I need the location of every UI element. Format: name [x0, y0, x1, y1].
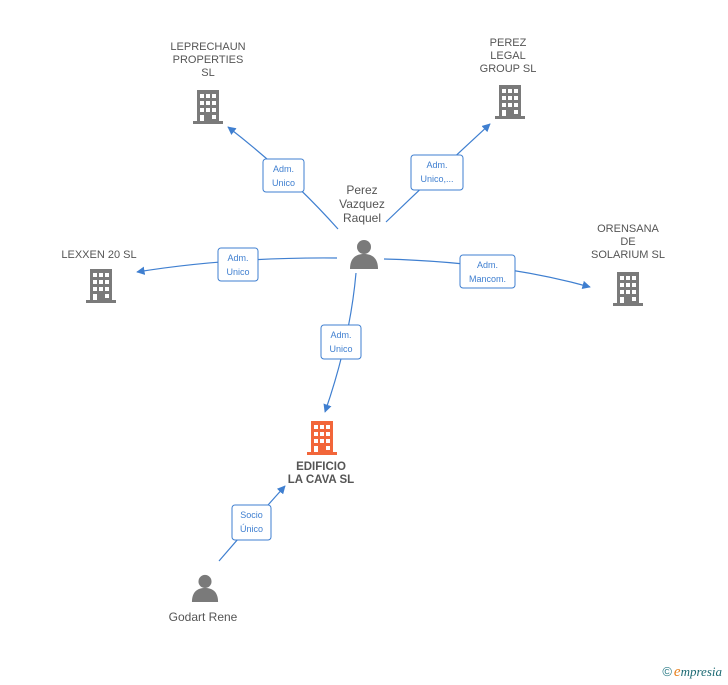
node-label[interactable]: Perez [346, 183, 377, 197]
node-label[interactable]: LA CAVA SL [288, 474, 354, 486]
edge-label-frame [320, 324, 362, 360]
node-label[interactable]: DE [620, 236, 635, 248]
node-label[interactable]: Godart Rene [169, 610, 238, 624]
node-label[interactable]: PEREZ [490, 37, 527, 49]
edge-label-frame [459, 254, 516, 289]
edge-label-text: Unico [272, 178, 295, 188]
edge-label-frame [262, 158, 305, 193]
building-icon[interactable] [193, 90, 223, 124]
edge-label-text: Adm. [477, 260, 498, 270]
node-label[interactable]: SOLARIUM SL [591, 249, 665, 261]
person-icon[interactable] [191, 574, 219, 602]
node-label[interactable]: SL [201, 67, 214, 79]
edge-to-edificio: Adm. Unico [320, 272, 362, 413]
edge-to-lexxen: Adm. Unico [136, 247, 338, 282]
node-label[interactable]: ORENSANA [597, 223, 659, 235]
edge-label-box[interactable]: Adm. Unico [320, 324, 362, 360]
edge-to-perez-legal: Adm. Unico,... [385, 123, 491, 223]
edge-label-frame [410, 154, 464, 191]
edge-to-orensana: Adm. Mancom. [383, 254, 591, 290]
node-label[interactable]: LEXXEN 20 SL [61, 249, 136, 261]
brand-initial: e [673, 664, 681, 680]
building-icon[interactable] [613, 272, 643, 306]
copyright-symbol: © [662, 664, 672, 679]
building-icon[interactable] [307, 421, 337, 455]
edge-label-text: Adm. [426, 160, 447, 170]
edge-label-text: Unico [329, 344, 352, 354]
edge-label-frame [231, 504, 272, 541]
edge-to-leprechaun: Adm. Unico [227, 126, 339, 230]
edge-label-box[interactable]: Adm. Unico [262, 158, 305, 193]
edge-label-text: Adm. [273, 164, 294, 174]
edge-label-text: Adm. [330, 330, 351, 340]
building-icon[interactable] [495, 85, 525, 119]
node-label[interactable]: Raquel [343, 211, 381, 225]
building-icon[interactable] [86, 269, 116, 303]
node-label[interactable]: GROUP SL [480, 63, 537, 75]
edge-label-text: Unico [226, 267, 249, 277]
node-label[interactable]: Vazquez [339, 197, 385, 211]
edge-label-text: Socio [240, 510, 263, 520]
person-icon[interactable] [350, 240, 378, 269]
node-label[interactable]: LEPRECHAUN [170, 41, 245, 53]
edge-label-text: Mancom. [469, 274, 506, 284]
node-godart[interactable]: Godart Rene [169, 574, 238, 624]
edge-label-text: Único [240, 524, 263, 534]
node-label[interactable]: PROPERTIES [173, 54, 244, 66]
node-lexxen[interactable]: LEXXEN 20 SL [61, 249, 137, 303]
node-label[interactable]: LEGAL [490, 50, 525, 62]
edge-label-box[interactable]: Adm. Unico,... [410, 154, 464, 191]
edge-label-box[interactable]: Adm. Unico [217, 247, 259, 282]
edge-label-text: Unico,... [420, 174, 453, 184]
edge-label-box[interactable]: Adm. Mancom. [459, 254, 516, 289]
node-label[interactable]: EDIFICIO [296, 461, 346, 473]
empresia-watermark: ©empresia [662, 664, 722, 681]
edge-label-frame [217, 247, 259, 282]
brand-name: mpresia [680, 664, 722, 679]
edge-label-text: Adm. [227, 253, 248, 263]
